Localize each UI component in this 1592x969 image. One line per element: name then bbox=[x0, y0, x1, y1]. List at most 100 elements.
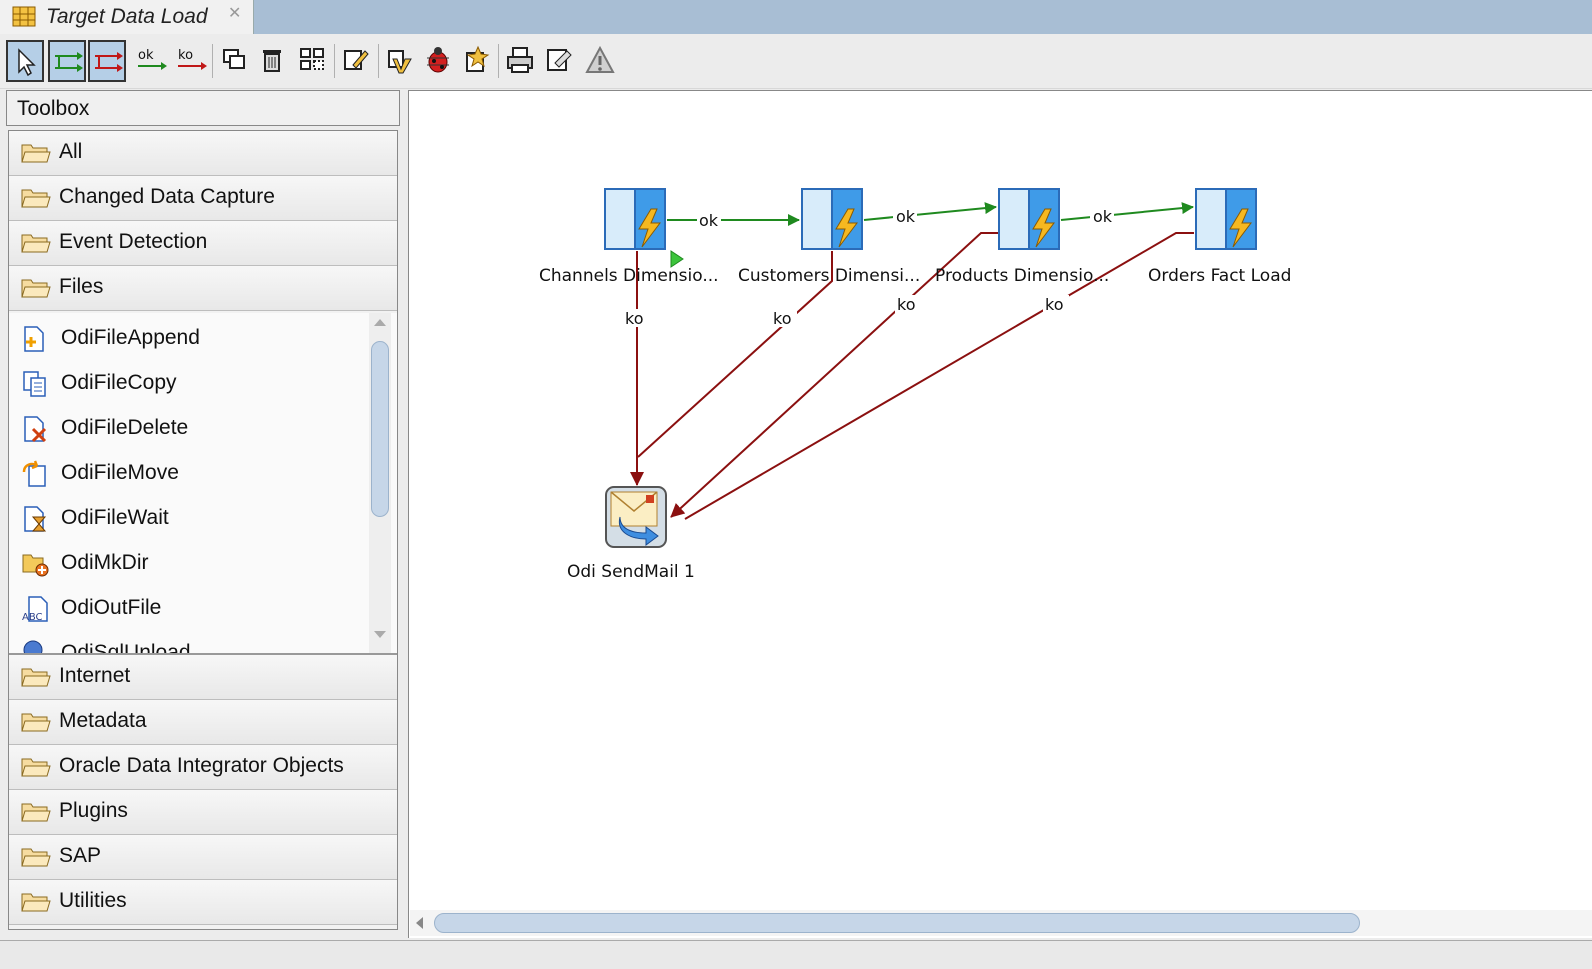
tool-label: OdiFileAppend bbox=[61, 326, 200, 349]
ok-link-products-to-orders[interactable] bbox=[1060, 202, 1194, 221]
tool-label: OdiFileCopy bbox=[61, 371, 177, 394]
lightning-icon bbox=[638, 208, 661, 248]
ok-single-link-button[interactable]: ok bbox=[132, 40, 170, 82]
toolbox-category-utilities[interactable]: Utilities bbox=[9, 880, 397, 925]
tool-label: OdiOutFile bbox=[61, 596, 162, 619]
ok-link-icon bbox=[55, 52, 83, 72]
execute-icon bbox=[466, 45, 490, 72]
tool-odifilewait[interactable]: OdiFileWait bbox=[9, 497, 369, 541]
package-diagram-canvas[interactable]: ok ok ok ko ko ko ko bbox=[408, 90, 1592, 938]
tool-odimkdir[interactable]: OdiMkDir bbox=[9, 542, 369, 586]
tool-odifileappend[interactable]: OdiFileAppend bbox=[9, 317, 369, 361]
arrange-button[interactable] bbox=[294, 40, 332, 82]
file-delete-icon bbox=[24, 416, 47, 443]
folder-open-icon bbox=[21, 713, 51, 732]
step-label: Products Dimensio... bbox=[935, 266, 1109, 286]
link-label-ok: ok bbox=[699, 211, 719, 230]
mkdir-icon bbox=[22, 554, 49, 577]
file-move-icon bbox=[22, 460, 46, 487]
link-label-ko: ko bbox=[773, 309, 791, 328]
files-list-scrollbar[interactable] bbox=[369, 313, 391, 653]
scrollbar-thumb[interactable] bbox=[434, 913, 1360, 933]
tool-odioutfile[interactable]: ABC OdiOutFile bbox=[9, 587, 369, 631]
category-label: Plugins bbox=[59, 799, 128, 822]
outfile-icon: ABC bbox=[22, 596, 48, 623]
ko-arrow-icon: ko bbox=[178, 48, 207, 70]
printer-icon bbox=[507, 47, 533, 73]
tool-odifiledelete[interactable]: OdiFileDelete bbox=[9, 407, 369, 451]
step-orders-fact-load[interactable] bbox=[1195, 188, 1257, 250]
file-wait-icon bbox=[24, 506, 47, 532]
toolbox-category-internet[interactable]: Internet bbox=[9, 655, 397, 700]
category-label: Oracle Data Integrator Objects bbox=[59, 754, 344, 777]
validate-button[interactable] bbox=[382, 40, 420, 82]
svg-text:ko: ko bbox=[178, 48, 193, 63]
link-label-ok: ok bbox=[1093, 207, 1113, 226]
tool-label: OdiMkDir bbox=[61, 551, 149, 574]
lightning-icon bbox=[1032, 208, 1055, 248]
toolbox-category-plugins[interactable]: Plugins bbox=[9, 790, 397, 835]
page-setup-button[interactable] bbox=[542, 40, 580, 82]
package-icon bbox=[12, 6, 36, 27]
link-label-ko: ko bbox=[625, 309, 643, 328]
tool-label: OdiFileWait bbox=[61, 506, 169, 529]
debug-button[interactable] bbox=[420, 40, 458, 82]
tool-odifilecopy[interactable]: OdiFileCopy bbox=[9, 362, 369, 406]
tool-label: OdiFileDelete bbox=[61, 416, 189, 439]
step-channels-dimension[interactable] bbox=[604, 188, 666, 250]
link-label-ko: ko bbox=[897, 295, 915, 314]
execute-button[interactable] bbox=[460, 40, 498, 82]
ok-link-tool-button[interactable] bbox=[48, 40, 86, 82]
toolbox-category-odi-objects[interactable]: Oracle Data Integrator Objects bbox=[9, 745, 397, 790]
scroll-down-icon[interactable] bbox=[374, 631, 386, 638]
step-products-dimension[interactable] bbox=[998, 188, 1060, 250]
scrollbar-thumb[interactable] bbox=[371, 341, 389, 517]
toolbox-title: Toolbox bbox=[17, 97, 90, 120]
toolbox-category-metadata[interactable]: Metadata bbox=[9, 700, 397, 745]
editor-tab-bar: Target Data Load ✕ bbox=[0, 0, 1592, 34]
toolbox-category-event-detection[interactable]: Event Detection bbox=[9, 221, 397, 266]
tab-target-data-load[interactable]: Target Data Load ✕ bbox=[0, 0, 254, 34]
arrange-icon bbox=[300, 48, 324, 70]
category-label: All bbox=[59, 140, 83, 163]
folder-open-icon bbox=[21, 144, 51, 163]
edit-button[interactable] bbox=[338, 40, 376, 82]
select-tool-button[interactable] bbox=[6, 40, 44, 82]
warning-icon bbox=[585, 45, 615, 73]
ok-link-customers-to-products[interactable] bbox=[863, 202, 997, 221]
print-button[interactable] bbox=[502, 40, 540, 82]
toolbox-category-all[interactable]: All bbox=[9, 131, 397, 176]
scroll-left-icon[interactable] bbox=[416, 917, 423, 929]
toolbox-category-files[interactable]: Files bbox=[9, 266, 397, 311]
ko-link-tool-button[interactable] bbox=[88, 40, 126, 82]
lightning-icon bbox=[835, 208, 858, 248]
ko-link-products-to-sendmail[interactable] bbox=[670, 232, 999, 518]
package-diagram[interactable]: ok ok ok ko ko ko ko bbox=[409, 91, 1591, 909]
step-customers-dimension[interactable] bbox=[801, 188, 863, 250]
tool-odisqlunload[interactable]: OdiSqlUnload bbox=[9, 632, 369, 653]
duplicate-button[interactable] bbox=[216, 40, 254, 82]
step-odi-sendmail[interactable] bbox=[605, 486, 667, 548]
scroll-up-icon[interactable] bbox=[374, 319, 386, 326]
folder-open-icon bbox=[21, 803, 51, 822]
page-setup-icon bbox=[547, 49, 572, 71]
tool-odifilemove[interactable]: OdiFileMove bbox=[9, 452, 369, 496]
ko-single-link-button[interactable]: ko bbox=[172, 40, 210, 82]
tab-close-icon[interactable]: ✕ bbox=[228, 5, 242, 22]
delete-button[interactable] bbox=[254, 40, 292, 82]
category-label: SAP bbox=[59, 844, 102, 867]
toolbar-separator bbox=[378, 44, 379, 78]
folder-open-icon bbox=[21, 189, 51, 208]
files-tool-list: OdiFileAppend OdiFileCopy OdiFileDelete … bbox=[9, 313, 397, 655]
step-label: Customers Dimensi... bbox=[738, 266, 920, 286]
step-label: Odi SendMail 1 bbox=[567, 562, 695, 582]
warning-button[interactable] bbox=[582, 40, 620, 82]
toolbox-category-changed-data-capture[interactable]: Changed Data Capture bbox=[9, 176, 397, 221]
sql-unload-icon bbox=[23, 640, 43, 653]
step-label: Channels Dimensio... bbox=[539, 266, 719, 286]
folder-open-icon bbox=[21, 668, 51, 687]
ko-link-customers-to-sendmail[interactable] bbox=[637, 251, 833, 458]
canvas-horizontal-scrollbar[interactable] bbox=[410, 910, 1592, 936]
ko-link-orders-to-sendmail[interactable] bbox=[684, 232, 1194, 520]
toolbox-category-sap[interactable]: SAP bbox=[9, 835, 397, 880]
